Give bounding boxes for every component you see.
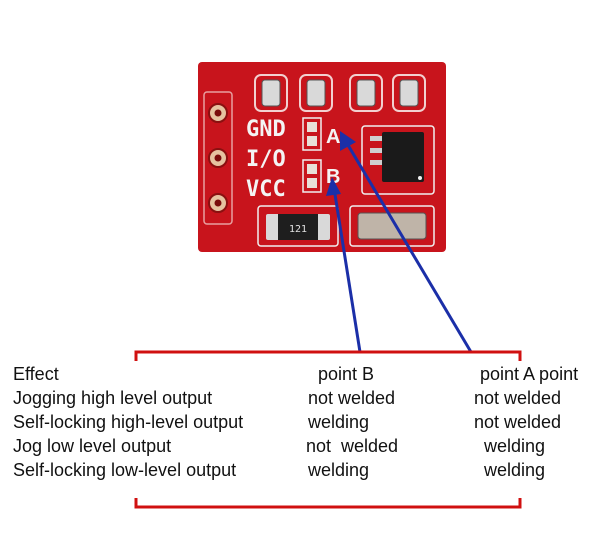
row-2-point-a: not welded xyxy=(474,412,562,432)
jumper-a-pad-bottom xyxy=(307,136,317,146)
pin-hole-gnd-center xyxy=(214,109,222,117)
bottom-components: 121 xyxy=(257,205,435,247)
pad-outline-2 xyxy=(299,74,333,112)
pointer-arrows xyxy=(326,131,473,353)
solder-jumpers xyxy=(302,117,322,193)
smd-pad-2 xyxy=(306,79,326,107)
silk-io-label: I/O xyxy=(246,147,286,172)
header-effect: Effect xyxy=(13,364,59,384)
row-1-effect: Jogging high level output xyxy=(13,388,213,408)
smd-pad-3 xyxy=(356,79,376,107)
smd-pad-4 xyxy=(399,79,419,107)
pad-outline-1 xyxy=(254,74,288,112)
bracket-bottom xyxy=(134,498,522,509)
row-3-point-a: welding xyxy=(484,436,546,456)
capacitor-outline xyxy=(349,205,435,247)
smd-pad-1 xyxy=(261,79,281,107)
ic-dot xyxy=(418,176,422,180)
pcb-board: GND I/O VCC A B 121 xyxy=(198,62,446,252)
row-4-point-a: welding xyxy=(484,460,546,480)
header-outline xyxy=(203,91,233,225)
header-point-b: point B xyxy=(318,364,375,384)
arrow-point-a-line xyxy=(343,139,473,353)
ic-pin-2 xyxy=(370,148,382,153)
jumper-a-pad-top xyxy=(307,122,317,132)
resistor-outline xyxy=(257,205,339,247)
resistor-body xyxy=(278,214,318,240)
row-1-point-a: not welded xyxy=(474,388,562,408)
ic-body xyxy=(382,132,424,182)
ic-pin-1 xyxy=(370,136,382,141)
silk-vcc-label: VCC xyxy=(246,177,286,202)
silk-point-a-label: A xyxy=(326,126,340,148)
pin-hole-io-center xyxy=(214,154,222,162)
silk-point-b-label: B xyxy=(326,166,340,188)
jumper-a-outline xyxy=(302,117,322,151)
top-pads xyxy=(254,74,426,112)
row-4-point-b: welding xyxy=(308,460,370,480)
pin-hole-vcc-center xyxy=(214,199,222,207)
jumper-b-pad-bottom xyxy=(307,178,317,188)
jumper-b-outline xyxy=(302,159,322,193)
ic-chip xyxy=(361,125,435,195)
ic-outline xyxy=(361,125,435,195)
row-3-effect: Jog low level output xyxy=(13,436,172,456)
capacitor-body xyxy=(357,212,427,240)
table-bracket xyxy=(134,350,522,509)
pad-outline-3 xyxy=(349,74,383,112)
row-4-effect: Self-locking low-level output xyxy=(13,460,237,480)
silk-gnd-label: GND xyxy=(246,117,286,142)
arrow-point-b-line xyxy=(332,187,362,353)
header-point-a: point A point xyxy=(480,364,579,384)
row-1-point-b: not welded xyxy=(308,388,396,408)
bracket-top xyxy=(134,350,522,361)
ic-pin-3 xyxy=(370,160,382,165)
arrow-point-b-head xyxy=(326,177,341,196)
arrow-point-a-head xyxy=(340,131,356,151)
pad-outline-4 xyxy=(392,74,426,112)
row-2-point-b: welding xyxy=(308,412,370,432)
row-3-point-b: not welded xyxy=(306,436,399,456)
header-pins xyxy=(203,91,233,225)
row-2-effect: Self-locking high-level output xyxy=(13,412,244,432)
jumper-b-pad-top xyxy=(307,164,317,174)
resistor-code-label: 121 xyxy=(289,224,307,235)
